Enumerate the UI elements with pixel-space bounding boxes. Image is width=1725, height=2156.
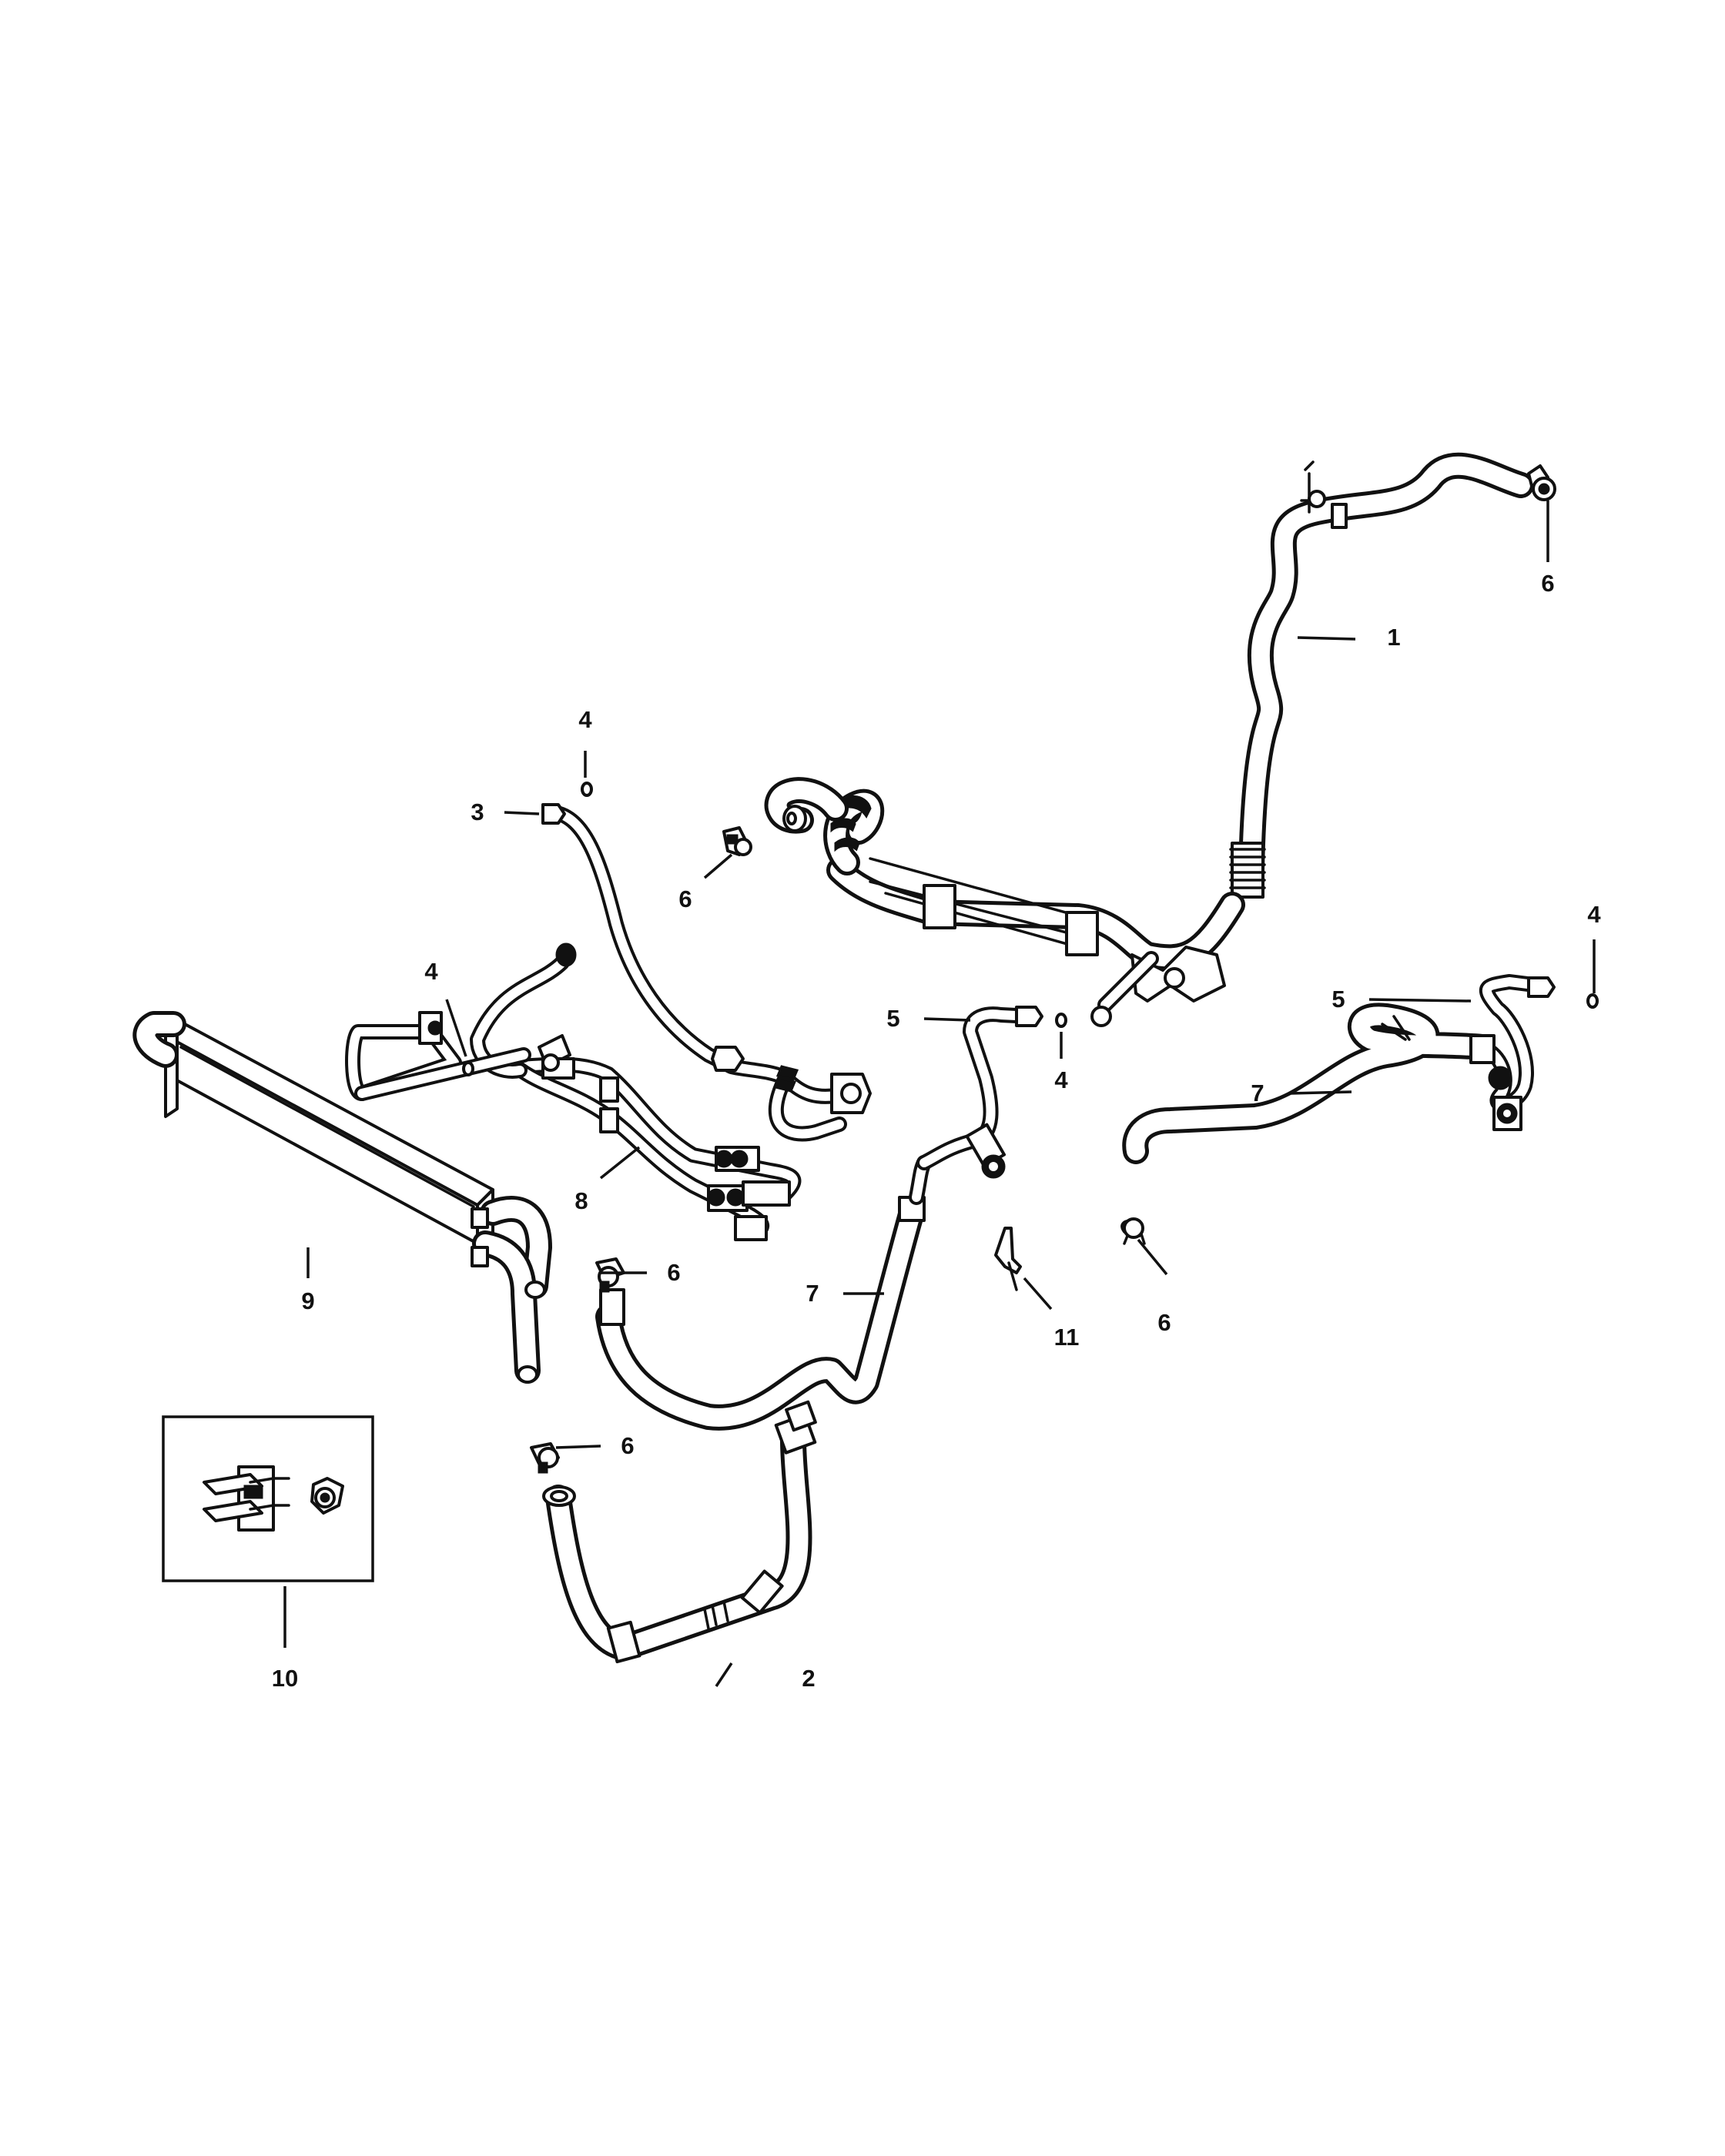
part-2-return-hose[interactable]	[542, 1400, 817, 1664]
callout-6: 6	[1157, 1309, 1171, 1336]
callout-7: 7	[806, 1280, 819, 1307]
part-9-oil-cooler[interactable]	[132, 1011, 552, 1384]
callout-6: 6	[667, 1259, 680, 1286]
part-1-pressure-hose[interactable]	[764, 452, 1534, 1027]
callout-6: 6	[1541, 570, 1554, 597]
callout-9: 9	[301, 1287, 314, 1314]
callout-4: 4	[1587, 901, 1601, 928]
part-8-cooler-line[interactable]	[345, 942, 802, 1241]
hose-1-ribbed-section	[1229, 842, 1266, 899]
clamp-top-right	[1527, 464, 1556, 501]
clamp-near-pump	[722, 826, 752, 856]
part-3-pressure-line[interactable]	[541, 803, 872, 1142]
callout-6: 6	[678, 886, 692, 912]
cooler-line-fittings	[707, 1146, 791, 1241]
part-5-tube-right[interactable]	[1469, 974, 1556, 1131]
mounting-clip-icon	[203, 1465, 290, 1532]
callout-4: 4	[1054, 1066, 1068, 1093]
callout-3: 3	[471, 798, 484, 825]
callout-10: 10	[272, 1665, 298, 1692]
part-4-o-ring-icon[interactable]	[462, 782, 1599, 1076]
part-11-push-pin-icon[interactable]	[994, 1227, 1022, 1291]
clip-nut-icon	[310, 1477, 344, 1515]
clamp-lower	[530, 1442, 560, 1474]
callout-6: 6	[621, 1432, 634, 1459]
hose-1-pump-end	[823, 788, 885, 875]
callout-2: 2	[802, 1665, 815, 1692]
callout-11: 11	[1054, 1324, 1080, 1351]
callout-1: 1	[1387, 624, 1400, 651]
callout-7: 7	[1251, 1080, 1264, 1106]
callout-4: 4	[578, 706, 592, 733]
clamp-right	[1120, 1217, 1146, 1245]
part-5-tube-center[interactable]	[916, 1006, 1043, 1179]
callout-5: 5	[886, 1005, 899, 1032]
callout-numbers: 1 6 4 3 6 4 5 4 5 4 7 8 9 6 7 11 6 6 2 1…	[272, 570, 1602, 1692]
leader-lines	[283, 500, 1596, 1687]
part-7-hose-right[interactable]	[1122, 1003, 1496, 1164]
callout-4: 4	[424, 958, 438, 985]
part-6-hose-clamp-icon[interactable]	[530, 464, 1556, 1474]
clamp-center-left	[595, 1257, 625, 1293]
callout-8: 8	[574, 1187, 588, 1214]
part-10-mounting-clip-box[interactable]	[162, 1415, 374, 1582]
callout-5: 5	[1331, 986, 1345, 1013]
